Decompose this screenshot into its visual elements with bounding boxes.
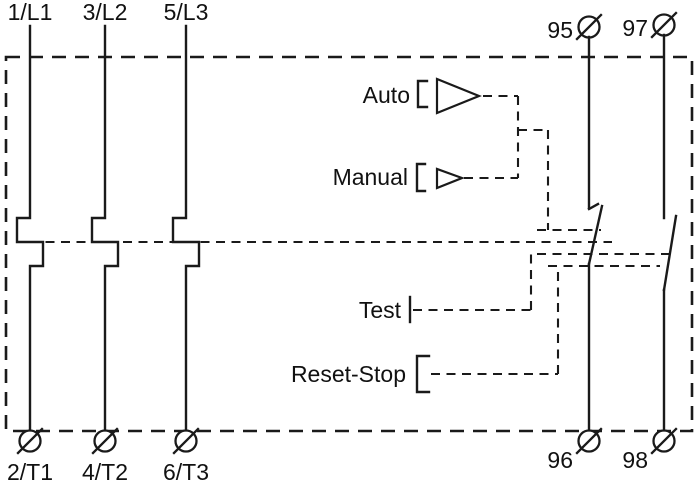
terminal-symbol-98 — [650, 427, 678, 455]
terminal-label-98: 98 — [622, 447, 648, 473]
no-contact-blade — [662, 214, 678, 292]
terminal-label-96: 96 — [547, 447, 573, 473]
terminal-slash-icon — [16, 427, 44, 455]
auto-function: Auto — [363, 77, 518, 115]
terminal-slash-icon — [575, 13, 603, 41]
terminal-symbol-2T1 — [16, 427, 44, 455]
mechanical-linkage — [30, 228, 670, 268]
auto-label: Auto — [363, 82, 410, 108]
enclosure-outline — [4, 55, 694, 433]
terminal-slash-icon — [172, 427, 200, 455]
terminal-label-97: 97 — [622, 15, 648, 41]
terminal-label-95: 95 — [547, 17, 573, 43]
terminal-slash-icon — [650, 11, 678, 39]
manual-bracket-icon — [415, 162, 427, 193]
terminal-label-3L2: 3/L2 — [83, 0, 128, 25]
contact-95-96-nc: 95 96 — [547, 13, 604, 473]
nc-contact-blade — [587, 204, 604, 266]
nc-fixed-contact-nib — [587, 202, 600, 211]
heater-element-conductor-l1 — [15, 24, 45, 432]
manual-label: Manual — [333, 164, 408, 190]
terminal-symbol-4T2 — [91, 427, 119, 455]
terminal-slash-icon — [91, 427, 119, 455]
terminal-label-4T2: 4/T2 — [82, 459, 128, 485]
manual-function: Manual — [333, 162, 518, 193]
pole-l3-t3: 5/L3 6/T3 — [163, 0, 209, 485]
pole-l1-t1: 1/L1 2/T1 — [7, 0, 53, 485]
terminal-symbol-6T3 — [172, 427, 200, 455]
contact-97-98-no: 97 98 — [622, 11, 678, 473]
pole-l2-t2: 3/L2 4/T2 — [82, 0, 128, 485]
terminal-symbol-96 — [575, 427, 603, 455]
auto-bracket-icon — [416, 79, 429, 109]
terminal-label-1L1: 1/L1 — [8, 0, 53, 25]
manual-triangle-icon — [435, 167, 466, 190]
terminal-symbol-97 — [650, 11, 678, 39]
terminal-label-2T1: 2/T1 — [7, 459, 53, 485]
auto-manual-dashed-trunk — [516, 96, 550, 230]
auto-triangle-icon — [435, 77, 482, 115]
terminal-label-6T3: 6/T3 — [163, 459, 209, 485]
terminal-slash-icon — [650, 427, 678, 455]
test-label: Test — [359, 297, 402, 323]
terminal-slash-icon — [575, 427, 603, 455]
reset-stop-bracket-icon — [415, 354, 431, 394]
terminal-label-5L3: 5/L3 — [164, 0, 209, 25]
heater-element-conductor-l3 — [171, 24, 201, 432]
reset-stop-function: Reset-Stop — [291, 266, 560, 394]
reset-stop-label: Reset-Stop — [291, 361, 406, 387]
heater-element-conductor-l2 — [90, 24, 120, 432]
terminal-symbol-95 — [575, 13, 603, 41]
test-function: Test — [359, 254, 533, 324]
